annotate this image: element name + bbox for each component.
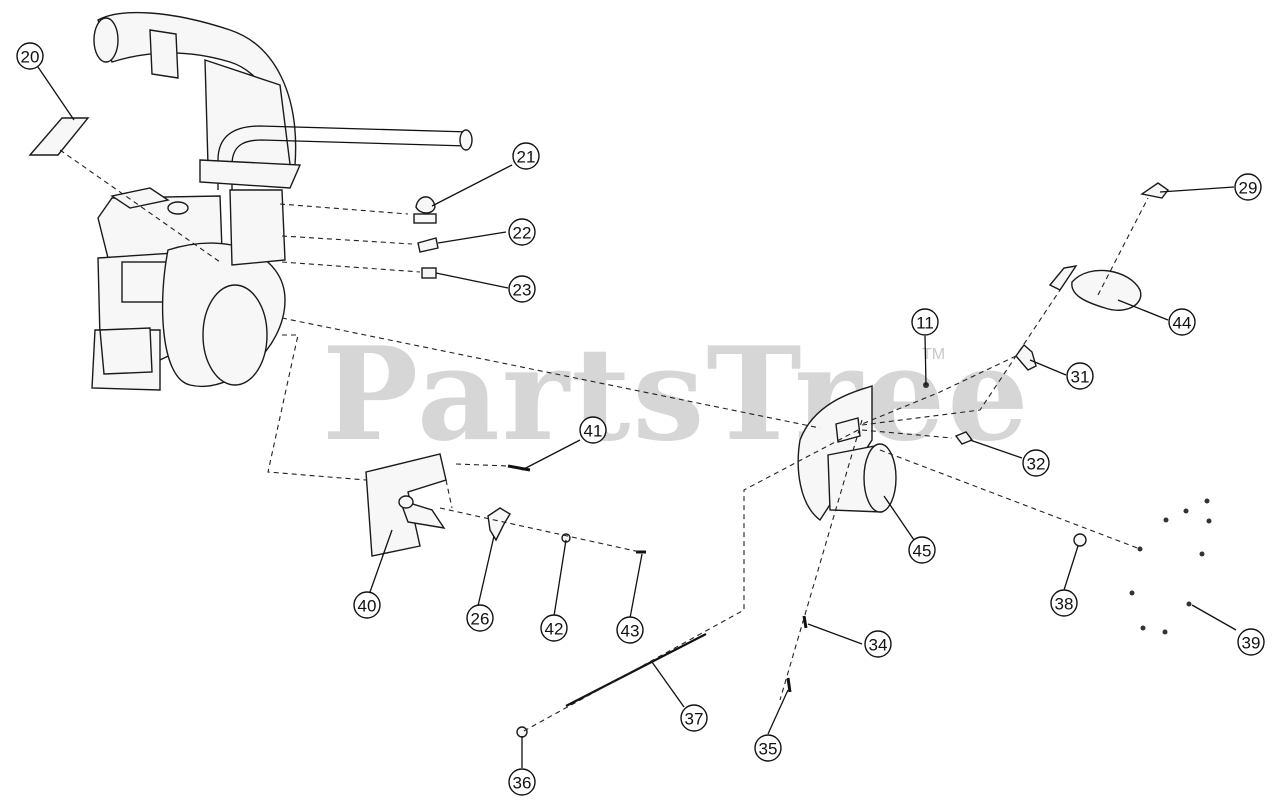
rod-37	[565, 633, 707, 707]
callout-circle	[508, 275, 536, 303]
callout-circle	[512, 142, 540, 170]
callout-32: 32	[1022, 449, 1050, 477]
callout-circle	[1066, 362, 1094, 390]
callout-42: 42	[540, 614, 568, 642]
pin-34	[802, 615, 808, 629]
callout-43: 43	[616, 616, 644, 644]
callout-circle	[540, 614, 568, 642]
callout-31: 31	[1066, 362, 1094, 390]
callout-circle	[616, 616, 644, 644]
callout-number: 39	[1242, 634, 1261, 653]
callout-37: 37	[680, 704, 708, 732]
pin-35	[786, 677, 792, 693]
callout-number: 23	[513, 281, 532, 300]
impeller-40	[365, 453, 447, 557]
callout-circle	[353, 591, 381, 619]
callout-circle	[1022, 449, 1050, 477]
callout-40: 40	[353, 591, 381, 619]
callout-circle	[579, 416, 607, 444]
callout-number: 31	[1071, 368, 1090, 387]
callout-circle	[864, 630, 892, 658]
bracket-31	[1015, 343, 1037, 371]
callout-39: 39	[1237, 628, 1265, 656]
callout-number: 35	[759, 740, 778, 759]
callout-20: 20	[16, 42, 44, 70]
callout-circle	[908, 536, 936, 564]
clip-32	[954, 431, 974, 445]
callout-number: 22	[513, 224, 532, 243]
callout-number: 20	[21, 48, 40, 67]
callout-number: 40	[358, 597, 377, 616]
assembly-lines	[59, 149, 1149, 733]
callout-26: 26	[466, 604, 494, 632]
callout-circle	[466, 604, 494, 632]
callout-45: 45	[908, 536, 936, 564]
callout-21: 21	[512, 142, 540, 170]
adapter-45	[797, 385, 897, 522]
callout-number: 37	[685, 710, 704, 729]
callout-circle	[1237, 628, 1265, 656]
label-parts-21-23	[413, 196, 439, 279]
callout-number: 42	[545, 620, 564, 639]
decal-part-20	[28, 117, 90, 156]
callout-35: 35	[754, 734, 782, 762]
callout-number: 11	[916, 314, 934, 333]
callout-number: 21	[517, 148, 536, 167]
key-41	[507, 464, 531, 472]
callout-22: 22	[508, 218, 536, 246]
callout-38: 38	[1050, 589, 1078, 617]
part-29	[1140, 182, 1169, 199]
callout-number: 38	[1055, 595, 1074, 614]
callout-number: 34	[869, 636, 888, 655]
watermark-tm: TM	[922, 346, 946, 363]
callout-44: 44	[1168, 308, 1196, 336]
blower-housing-assembly	[91, 11, 473, 391]
nut-36	[516, 726, 528, 738]
callout-circle	[1234, 173, 1262, 201]
callout-number: 26	[471, 610, 490, 629]
callout-circle	[1168, 308, 1196, 336]
callout-circle	[1050, 589, 1078, 617]
callout-number: 36	[513, 774, 532, 793]
callout-circle	[508, 768, 536, 796]
leader-lines	[37, 66, 1237, 768]
callout-number: 29	[1239, 179, 1258, 198]
callout-circle	[16, 42, 44, 70]
callout-41: 41	[579, 416, 607, 444]
hardware-39	[923, 382, 1212, 635]
wrench-26	[487, 507, 511, 542]
callout-number: 45	[913, 542, 932, 561]
callout-circle	[754, 734, 782, 762]
deflector-44	[1048, 265, 1142, 311]
callout-group: 20 21 22 23 29 44 11 31 32 45 41 40 26 42 43 38 39 34 37 35…	[16, 42, 1265, 796]
callout-36: 36	[508, 768, 536, 796]
callout-circle	[680, 704, 708, 732]
callout-circle	[508, 218, 536, 246]
callout-34: 34	[864, 630, 892, 658]
callout-number: 44	[1173, 314, 1192, 333]
callout-number: 32	[1027, 455, 1046, 474]
callout-29: 29	[1234, 173, 1262, 201]
nut-38	[1073, 533, 1087, 547]
callout-circle	[911, 308, 939, 336]
callout-11: 11	[911, 308, 939, 336]
callout-23: 23	[508, 275, 536, 303]
callout-number: 41	[584, 422, 603, 441]
callout-number: 43	[621, 622, 640, 641]
